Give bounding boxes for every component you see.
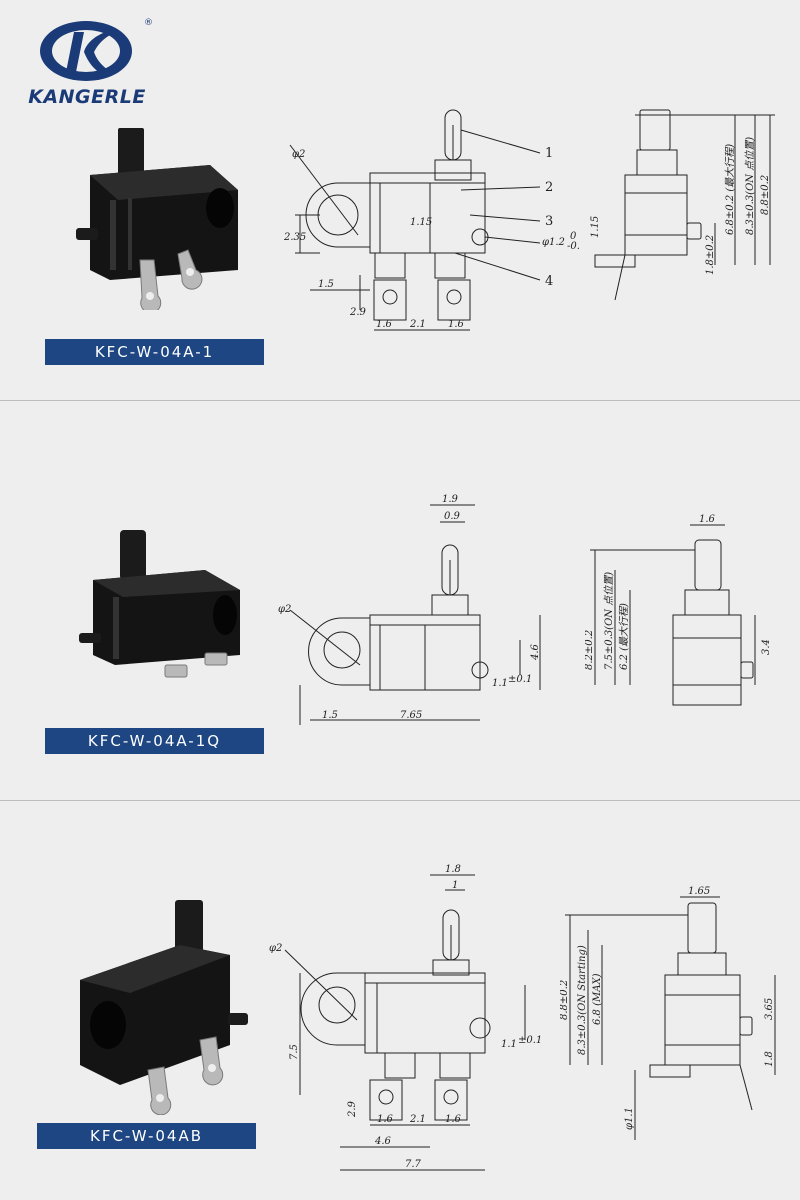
dim3-w2: 7.7 — [405, 1159, 422, 1170]
switch-photo-1 — [76, 128, 238, 310]
front-drawing-1: φ2 2.35 1.15 φ1.2 0 -0.1 1.5 2.9 1.6 2.1… — [283, 109, 580, 331]
dim-w1: 1.15 — [410, 217, 432, 228]
side-d2: 1.8±0.2 — [705, 235, 716, 275]
side-d4: 8.3±0.3(ON 点位置) — [744, 137, 756, 235]
dim3-top-inner: 1 — [452, 880, 458, 891]
section-divider-1 — [0, 400, 800, 401]
side3-d5: 1.8 — [764, 1051, 775, 1067]
callout-1: 1 — [545, 146, 553, 161]
dim-pitch1: 1.6 — [376, 319, 393, 330]
dim-pin: φ1.2 — [542, 237, 565, 248]
callout-4: 4 — [545, 274, 553, 289]
model-label-2: KFC-W-04A-1Q — [45, 728, 264, 754]
dim-hole: φ2 — [292, 149, 305, 160]
dim-pin-tol-dn: -0.1 — [567, 241, 580, 252]
dim-tab-h: 2.9 — [349, 307, 367, 318]
side-drawing-3: 1.65 8.8±0.2 8.3±0.3(ON Starting) 6.8 (M… — [560, 886, 776, 1140]
callout-2: 2 — [545, 180, 553, 195]
registered-mark: ® — [144, 18, 153, 28]
dim3-pitch1: 1.6 — [377, 1114, 394, 1125]
side3-d1: 8.8±0.2 — [560, 980, 570, 1020]
dim-left: 1.5 — [318, 279, 334, 290]
model-label-1: KFC-W-04A-1 — [45, 339, 264, 365]
dim2-top-inner: 0.9 — [444, 511, 461, 522]
dim2-pin: 1.1 — [492, 678, 508, 689]
switch-photo-2 — [79, 530, 240, 678]
kangerle-logo-icon — [40, 21, 132, 81]
side2-d3: 6.2 (最大行程) — [618, 603, 630, 670]
dim2-pin-tol: ±0.1 — [508, 674, 532, 685]
dim2-h: 4.6 — [530, 643, 541, 661]
dim3-pin-tol: ±0.1 — [518, 1035, 542, 1046]
dim-pitch2: 2.1 — [409, 319, 426, 330]
dim3-pitch2: 2.1 — [409, 1114, 426, 1125]
dim2-left: 1.5 — [322, 710, 338, 721]
dim-h1: 2.35 — [283, 232, 306, 243]
side-drawing-2: 1.6 8.2±0.2 7.5±0.3(ON 点位置) 6.2 (最大行程) 3… — [585, 514, 772, 706]
dim2-width: 7.65 — [400, 710, 422, 721]
callout-3: 3 — [545, 214, 553, 229]
section-divider-2 — [0, 800, 800, 801]
dim3-pitch3: 1.6 — [445, 1114, 462, 1125]
model-label-3: KFC-W-04AB — [37, 1123, 256, 1149]
front-drawing-2: 1.9 0.9 φ2 4.6 1.1 ±0.1 1.5 7.65 — [278, 494, 541, 725]
dim3-tab-h: 2.9 — [347, 1100, 358, 1118]
brand-name: KANGERLE — [28, 86, 146, 108]
side3-d6: φ1.1 — [624, 1107, 635, 1130]
switch-photo-3 — [80, 900, 248, 1115]
side3-d2: 8.3±0.3(ON Starting) — [577, 945, 588, 1055]
dim3-top-w: 1.8 — [445, 864, 461, 875]
side2-top: 1.6 — [699, 514, 716, 525]
product-section-3: KFC-W-04AB 1.8 1 φ2 7.5 — [0, 800, 800, 1200]
dim2-hole: φ2 — [278, 604, 291, 615]
side3-d3: 6.8 (MAX) — [592, 973, 603, 1025]
brand-logo: ® KANGERLE — [22, 12, 153, 112]
dim-pin-tol-up: 0 — [570, 231, 577, 242]
dim3-pin: 1.1 — [501, 1039, 517, 1050]
product-section-1: KFC-W-04A-1 — [0, 0, 800, 400]
side-drawing-1: 1.15 1.8±0.2 6.8±0.2 (最大行程) 8.3±0.3(ON 点… — [590, 109, 775, 301]
side-d3: 6.8±0.2 (最大行程) — [724, 144, 736, 235]
dim3-hole: φ2 — [269, 943, 282, 954]
product-section-2: KFC-W-04A-1Q 1.9 0.9 φ2 4.6 1.1 ±0.1 1. — [0, 400, 800, 800]
side-d1: 1.15 — [590, 216, 601, 238]
side3-d4: 3.65 — [764, 998, 775, 1020]
side3-top: 1.65 — [688, 886, 710, 897]
side-d5: 8.8±0.2 — [760, 175, 771, 215]
dim2-top-w: 1.9 — [442, 494, 459, 505]
side2-d1: 8.2±0.2 — [585, 630, 595, 670]
dim3-h: 7.5 — [289, 1044, 300, 1060]
dim3-w1: 4.6 — [374, 1136, 392, 1147]
side2-d2: 7.5±0.3(ON 点位置) — [603, 572, 615, 670]
side2-d4: 3.4 — [761, 639, 772, 655]
dim-pitch3: 1.6 — [448, 319, 465, 330]
front-drawing-3: 1.8 1 φ2 7.5 1.1 ±0.1 2.9 1.6 2.1 1.6 4.… — [269, 864, 542, 1171]
